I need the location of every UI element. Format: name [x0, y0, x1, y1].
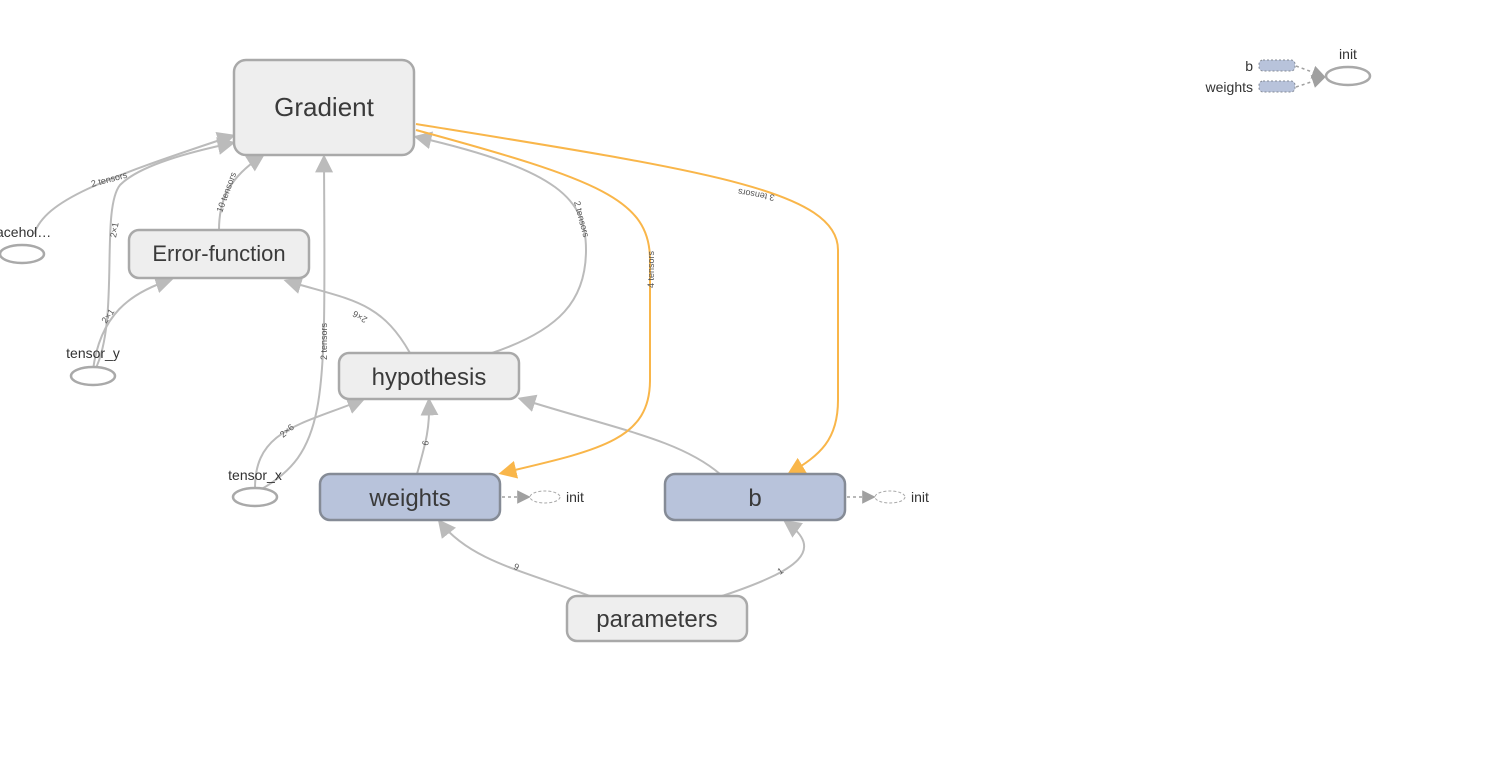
- aux-weights-variable: [1258, 80, 1296, 93]
- node-parameters[interactable]: parameters: [565, 594, 749, 643]
- edge-weights-to-hypothesis: [416, 397, 439, 475]
- edge-hypothesis-to-gradient: [413, 131, 588, 354]
- aux-edge-weights-to-init: [1295, 75, 1326, 88]
- edge-gradient-to-b: [415, 123, 839, 475]
- edge-b-to-hypothesis: [517, 394, 721, 475]
- aux-init-group[interactable]: b weights init: [1205, 46, 1372, 95]
- edge-label-parameters-to-b: 1: [775, 566, 785, 577]
- node-weights-init-label: init: [566, 489, 584, 505]
- aux-edge-b-to-init: [1295, 65, 1326, 79]
- edge-label-hypothesis-to-gradient: 2 tensors: [572, 200, 591, 239]
- aux-init-node: [1324, 65, 1372, 87]
- node-b[interactable]: b: [663, 472, 847, 522]
- node-hypothesis[interactable]: hypothesis: [337, 351, 521, 401]
- node-parameters-label: parameters: [596, 606, 717, 633]
- edge-label-tensor-y-to-gradient: 2×1: [108, 222, 121, 239]
- edge-label-parameters-to-weights: 6: [512, 561, 521, 572]
- edge-tensor-y-to-gradient: [94, 137, 236, 371]
- edge-tensor-x-to-hypothesis: [254, 397, 366, 489]
- edge-label-tensor-y-to-error: 2×1: [99, 307, 116, 325]
- edge-label-tensor-x-to-gradient: 2 tensors: [319, 322, 329, 360]
- node-tensor-y-label: tensor_y: [66, 345, 120, 361]
- node-weights[interactable]: weights: [318, 472, 502, 522]
- node-error-function-label: Error-function: [152, 241, 285, 266]
- edge-label-error-to-gradient: 10 tensors: [214, 170, 238, 213]
- aux-b-variable: [1258, 59, 1296, 72]
- node-weights-label: weights: [368, 485, 450, 512]
- node-hypothesis-label: hypothesis: [372, 364, 487, 391]
- node-tensor-x-label: tensor_x: [228, 467, 282, 483]
- edge-tensor-x-to-gradient: [259, 154, 334, 491]
- node-gradient[interactable]: Gradient: [232, 58, 416, 157]
- edge-label-placeholder-to-gradient: 2 tensors: [90, 170, 129, 189]
- node-b-init-label: init: [911, 489, 929, 505]
- edge-gradient-to-weights: [415, 129, 651, 479]
- edge-label-tensor-x-to-hypothesis: 2×6: [278, 422, 296, 439]
- aux-b-label: b: [1245, 58, 1253, 74]
- node-gradient-label: Gradient: [274, 92, 374, 122]
- node-placeholder-label: acehol…: [0, 224, 51, 240]
- node-tensor-y[interactable]: tensor_y: [66, 345, 120, 387]
- edge-parameters-to-b: [721, 519, 806, 597]
- edge-parameters-to-weights: [437, 519, 591, 597]
- edge-tensor-y-to-error: [92, 275, 174, 371]
- edge-label-gradient-to-weights: 4 tensors: [646, 250, 656, 288]
- edge-placeholder-to-gradient: [33, 132, 236, 235]
- node-placeholder[interactable]: acehol…: [0, 224, 51, 265]
- edge-label-hypothesis-to-error: 2×6: [351, 309, 369, 325]
- edge-label-weights-to-hypothesis: 6: [420, 440, 431, 447]
- node-b-init[interactable]: init: [874, 489, 929, 505]
- aux-init-label: init: [1339, 46, 1357, 62]
- node-weights-init[interactable]: init: [529, 489, 584, 505]
- aux-weights-label: weights: [1205, 79, 1253, 95]
- edge-hypothesis-to-error: [283, 276, 411, 354]
- node-tensor-x[interactable]: tensor_x: [228, 467, 282, 508]
- node-error-function[interactable]: Error-function: [127, 228, 311, 280]
- node-b-label: b: [748, 485, 761, 512]
- edge-error-to-gradient: [218, 154, 266, 231]
